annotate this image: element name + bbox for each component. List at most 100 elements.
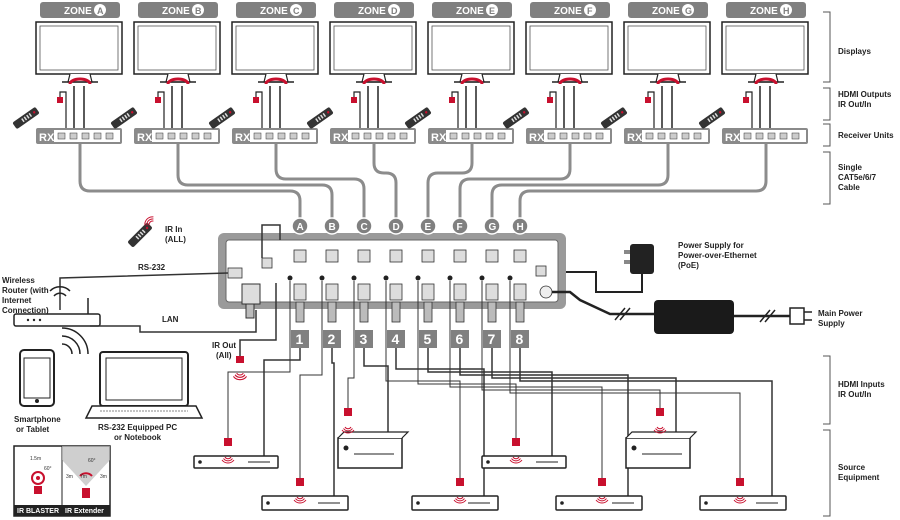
pc-label-2: or Notebook [114,433,162,442]
zone-tab-label: ZONE [162,6,190,17]
cat-cable [78,144,302,226]
label-equipment: Equipment [838,473,880,482]
zone-badge-h: H [511,217,529,235]
ir-in-label: IR In [165,225,182,234]
label-hdmi-outputs: HDMI Outputs [838,90,892,99]
cat-cable [490,144,670,226]
zone-letter: A [97,6,104,16]
source-device [261,478,349,511]
ir-cable [481,281,661,408]
input-badge-3: 3 [355,301,373,348]
matrix-port-pair [507,249,527,301]
phone-label-1: Smartphone [14,415,61,424]
svg-text:7: 7 [488,331,496,347]
zone-tab-label: ZONE [358,6,386,17]
extender-side-right: 3m [100,474,107,480]
main-power-label-1: Main Power [818,309,862,318]
ir-cable [449,281,603,478]
extender-angle: 60° [88,458,96,464]
hdmi-cable [427,348,553,456]
input-badge-4: 4 [387,301,405,348]
zone-letter: F [587,6,593,16]
phone-label-2: or Tablet [16,425,50,434]
matrix-ports [287,249,527,301]
rx-label: RX [39,132,55,144]
matrix-port-pair [479,249,499,301]
svg-text:C: C [361,222,368,233]
ir-cable [347,281,355,408]
zone-badge-f: F [451,217,469,235]
ir-cable [227,281,291,438]
rx-label: RX [333,132,349,144]
ir-extender-label: IR Extender [65,508,104,515]
zone-letter: B [195,6,202,16]
blaster-angle: 60° [44,466,52,472]
router-label-4: Connection) [2,306,49,315]
hdmi-cable [395,348,485,496]
svg-text:E: E [425,222,432,233]
cat-cable [176,144,334,226]
input-badge-5: 5 [419,301,437,348]
zone-tab-label: ZONE [260,6,288,17]
zone-tab-label: ZONE [652,6,680,17]
source-equipment [193,408,787,511]
zone-d: ZONE D RX [306,2,417,144]
blaster-range: 1.5m [30,456,41,462]
main-power-label-2: Supply [818,319,845,328]
svg-text:1: 1 [296,331,304,347]
cat-cable [426,144,474,226]
svg-text:2: 2 [328,331,336,347]
remote-icon [306,106,334,130]
source-device [555,478,643,511]
ir-out-cable [239,283,277,358]
main-power-supply [552,290,812,334]
label-displays: Displays [838,47,871,56]
rs232-cable [59,272,229,310]
lan-cable [90,310,257,333]
remote-icon [698,106,726,130]
remote-icon [12,106,40,130]
remote-icon [208,106,236,130]
source-device [481,438,567,469]
hdmi-cable [459,348,629,496]
ir-out-waves [232,372,248,381]
matrix-port-pair [287,249,307,301]
source-cables [227,281,773,496]
input-badge-8: 8 [511,301,529,348]
zone-b: ZONE B RX [110,2,221,144]
lan-connector [245,303,255,319]
zone-badge-d: D [387,217,405,235]
cat-cable [518,144,768,226]
svg-text:H: H [517,222,524,233]
rs232-label: RS-232 [138,263,166,272]
rx-label: RX [137,132,153,144]
router-label-1: Wireless [2,276,35,285]
zone-letter: E [489,6,495,16]
svg-text:G: G [489,222,497,233]
ir-legend [13,445,111,517]
rx-label: RX [529,132,545,144]
hdmi-cable [519,348,773,496]
zone-tab-label: ZONE [750,6,778,17]
label-cable-2: CAT5e/6/7 [838,173,877,182]
rx-label: RX [235,132,251,144]
zone-letter: D [391,6,398,16]
ir-out-all-label: (All) [216,351,232,360]
svg-text:5: 5 [424,331,432,347]
remote-icon [404,106,432,130]
svg-text:6: 6 [456,331,464,347]
cat-cable [274,144,366,226]
svg-text:4: 4 [392,331,400,347]
lan-label: LAN [162,315,179,324]
zone-badge-b: B [323,217,341,235]
zone-tab-label: ZONE [456,6,484,17]
zone-letter: H [783,6,790,16]
matrix-port-pair [319,249,339,301]
zone-badge-e: E [419,217,437,235]
